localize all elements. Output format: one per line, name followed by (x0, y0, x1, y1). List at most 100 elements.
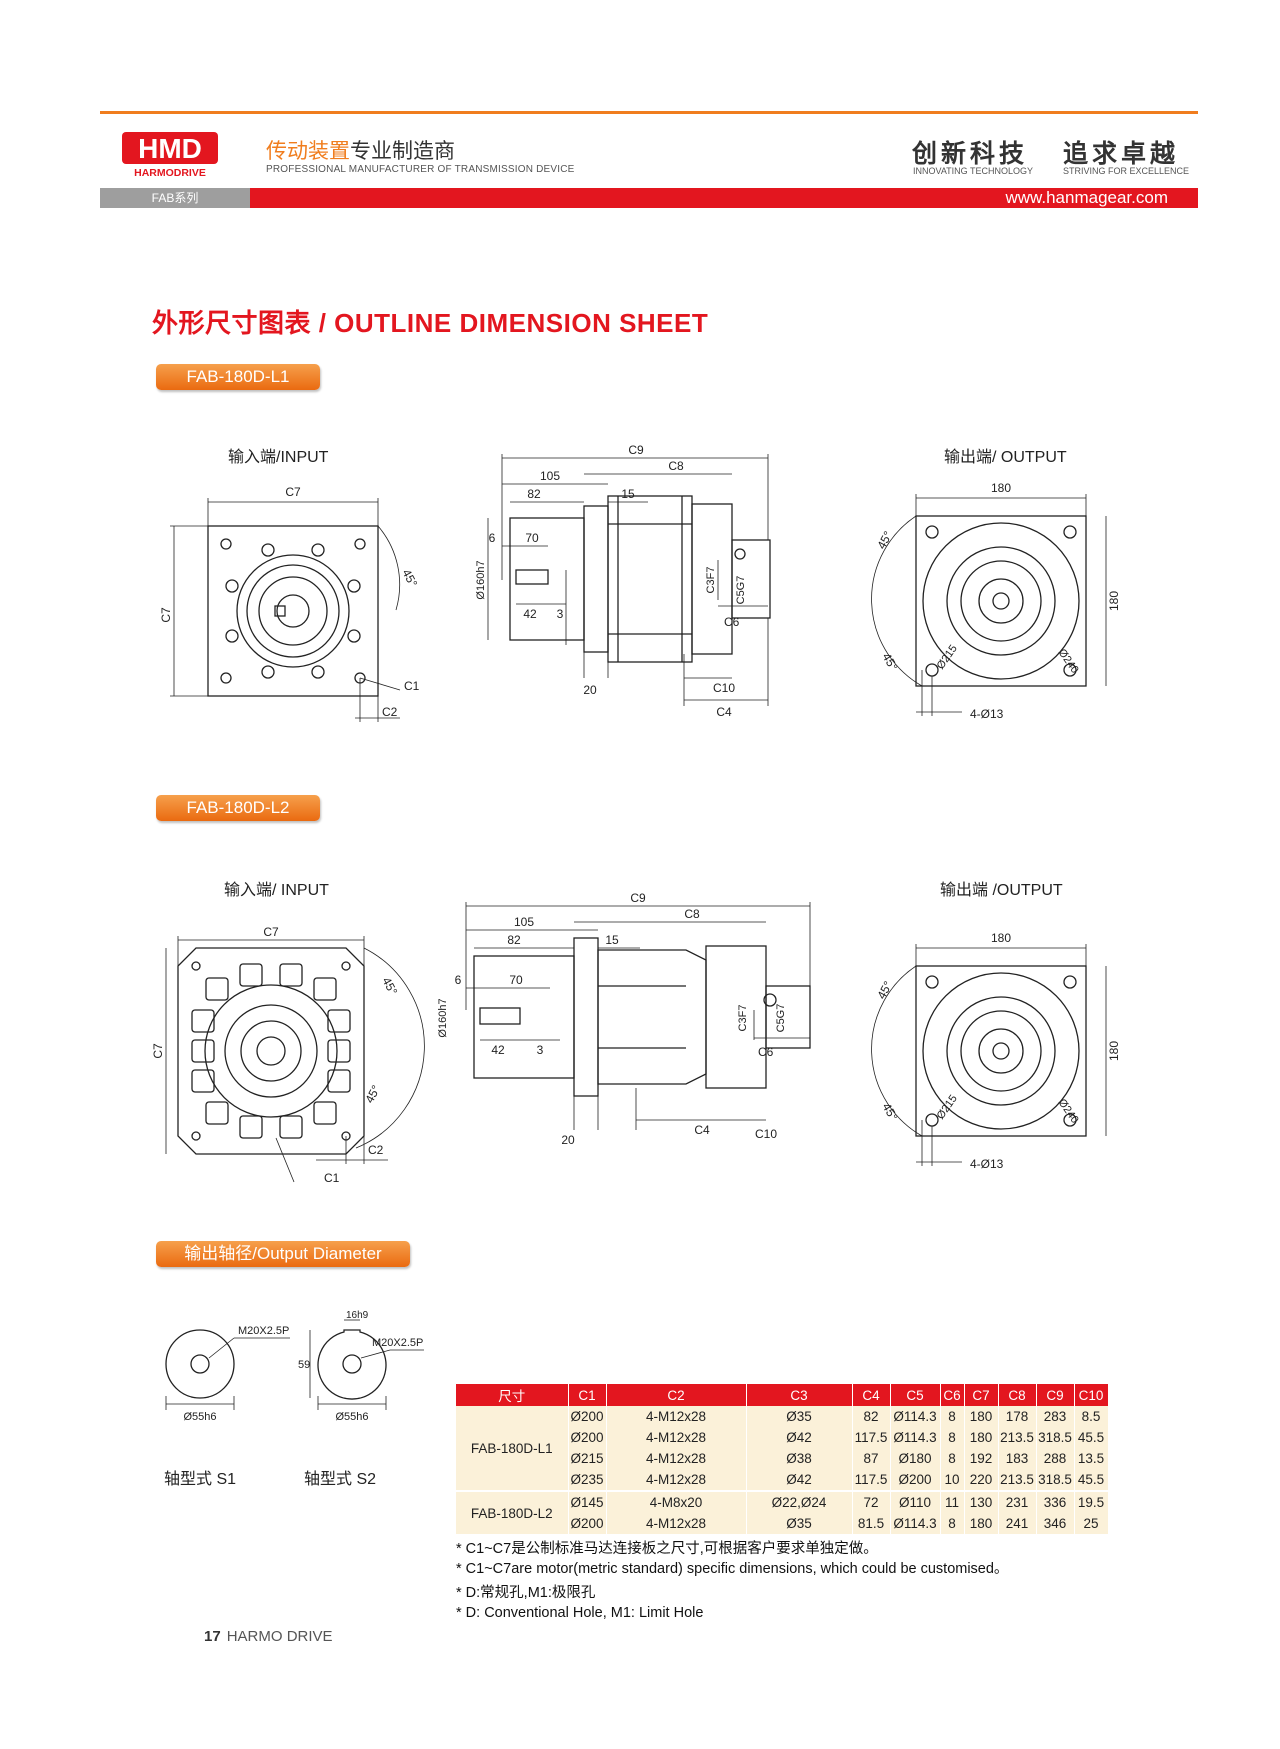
note-line: * C1~C7are motor(metric standard) specif… (456, 1561, 1009, 1577)
table-cell: 336 (1036, 1490, 1075, 1513)
svg-text:16h9: 16h9 (346, 1310, 369, 1321)
svg-text:Ø160h7: Ø160h7 (437, 998, 449, 1037)
svg-text:C5G7: C5G7 (735, 576, 747, 605)
table-cell: 11 (940, 1490, 965, 1513)
table-cell: 82 (852, 1406, 891, 1427)
table-cell: 8 (940, 1513, 965, 1534)
svg-text:C1: C1 (404, 679, 420, 693)
svg-text:C7: C7 (159, 607, 173, 623)
svg-text:70: 70 (525, 531, 539, 545)
table-cell: Ø200 (568, 1513, 607, 1534)
table-row: Ø215 4-M12x28 Ø38 87 Ø180 8 192 183 288 … (456, 1448, 1109, 1469)
svg-text:C8: C8 (684, 907, 700, 921)
svg-text:C7: C7 (285, 485, 301, 499)
table-cell: 346 (1036, 1513, 1075, 1534)
svg-text:180: 180 (991, 931, 1011, 945)
svg-text:70: 70 (509, 973, 523, 987)
svg-text:C2: C2 (368, 1143, 384, 1157)
table-header-cell: C3 (746, 1384, 853, 1406)
table-cell: 180 (964, 1513, 999, 1534)
table-cell: 220 (964, 1469, 999, 1491)
table-cell: 117.5 (852, 1469, 891, 1491)
svg-text:C1: C1 (324, 1171, 340, 1185)
motto-striving-en: STRIVING FOR EXCELLENCE (1063, 166, 1190, 176)
table-cell: 283 (1036, 1406, 1075, 1427)
svg-text:C10: C10 (755, 1127, 777, 1141)
table-cell: Ø200 (568, 1427, 607, 1448)
shaft-types-drawing: M20X2.5P Ø55h6 16h9 59 M20X2.5P Ø55h6 (165, 1310, 424, 1423)
slogan-cn: 传动装置专业制造商 (266, 140, 455, 163)
svg-text:C8: C8 (668, 459, 684, 473)
dimension-table: 尺寸 C1 C2 C3 C4 C5 C6 C7 C8 C9 C10 FAB-18… (456, 1384, 1109, 1534)
harmodrive-logo-icon: HMD HARMODRIVE (122, 132, 218, 179)
table-cell: Ø114.3 (890, 1513, 941, 1534)
table-cell: Ø35 (746, 1406, 853, 1427)
table-cell: 117.5 (852, 1427, 891, 1448)
svg-text:C6: C6 (724, 615, 740, 629)
page-title: 外形尺寸图表 / OUTLINE DIMENSION SHEET (152, 308, 709, 338)
table-cell: 81.5 (852, 1513, 891, 1534)
svg-text:45°: 45° (874, 979, 895, 1002)
svg-text:C7: C7 (151, 1043, 165, 1059)
table-cell: 72 (852, 1490, 891, 1513)
svg-text:C7: C7 (263, 925, 279, 939)
table-cell: 318.5 (1036, 1427, 1075, 1448)
svg-text:20: 20 (583, 683, 597, 697)
svg-text:3: 3 (537, 1043, 544, 1057)
svg-text:4-Ø13: 4-Ø13 (970, 707, 1004, 721)
svg-text:Ø160h7: Ø160h7 (475, 560, 487, 599)
svg-text:45°: 45° (362, 1083, 383, 1106)
l2-side-view-drawing: C9 105 C8 82 15 6 70 42 3 20 Ø160h7 C3F7… (437, 891, 811, 1147)
svg-text:C4: C4 (716, 705, 732, 719)
l1-input-view-drawing: C7 C7 45° C1 C2 (159, 485, 420, 722)
table-cell: Ø42 (746, 1469, 853, 1491)
table-header-cell: C6 (940, 1384, 965, 1406)
table-row: Ø200 4-M12x28 Ø42 117.5 Ø114.3 8 180 213… (456, 1427, 1109, 1448)
table-cell: Ø22,Ø24 (746, 1490, 853, 1513)
svg-text:M20X2.5P: M20X2.5P (372, 1337, 423, 1349)
table-cell: 130 (964, 1490, 999, 1513)
svg-text:4-Ø13: 4-Ø13 (970, 1157, 1004, 1171)
table-cell: 192 (964, 1448, 999, 1469)
website-link[interactable]: www.hanmagear.com (250, 188, 1198, 208)
l2-input-view-drawing: C7 C7 45° 45° C2 C1 (151, 925, 425, 1185)
table-cell: 25 (1074, 1513, 1109, 1534)
svg-text:42: 42 (523, 607, 537, 621)
svg-text:6: 6 (455, 973, 462, 987)
svg-text:20: 20 (561, 1133, 575, 1147)
model-badge-l2: FAB-180D-L2 (156, 795, 320, 821)
svg-text:Ø55h6: Ø55h6 (183, 1411, 216, 1423)
table-row: Ø200 4-M12x28 Ø35 81.5 Ø114.3 8 180 241 … (456, 1513, 1109, 1534)
note-line: * C1~C7是公制标准马达连接板之尺寸,可根据客户要求单独定做。 (456, 1541, 878, 1557)
model-cell: FAB-180D-L1 (456, 1406, 569, 1491)
table-cell: Ø200 (890, 1469, 941, 1491)
table-cell: 87 (852, 1448, 891, 1469)
svg-text:3: 3 (557, 607, 564, 621)
table-cell: Ø38 (746, 1448, 853, 1469)
table-header-cell: 尺寸 (456, 1384, 569, 1406)
table-cell: Ø235 (568, 1469, 607, 1491)
svg-text:82: 82 (507, 933, 521, 947)
svg-text:45°: 45° (379, 975, 400, 998)
table-header-cell: C5 (890, 1384, 941, 1406)
table-cell: 45.5 (1074, 1469, 1109, 1491)
svg-text:180: 180 (1107, 1041, 1121, 1061)
svg-text:C3F7: C3F7 (705, 567, 717, 594)
table-row: FAB-180D-L1 Ø200 4-M12x28 Ø35 82 Ø114.3 … (456, 1406, 1109, 1491)
table-cell: 4-M12x28 (606, 1448, 747, 1469)
footer-brand: HARMO DRIVE (226, 1628, 333, 1645)
table-cell: Ø114.3 (890, 1406, 941, 1427)
svg-text:45°: 45° (879, 1101, 900, 1124)
table-cell: 45.5 (1074, 1427, 1109, 1448)
table-row: Ø235 4-M12x28 Ø42 117.5 Ø200 10 220 213.… (456, 1469, 1109, 1491)
svg-text:180: 180 (991, 481, 1011, 495)
table-cell: 4-M8x20 (606, 1490, 747, 1513)
svg-text:Ø240: Ø240 (1056, 1097, 1081, 1126)
header-rule (100, 111, 1198, 114)
table-cell: Ø110 (890, 1490, 941, 1513)
motto-innovating-en: INNOVATING TECHNOLOGY (913, 166, 1034, 176)
l1-side-view-drawing: C9 105 C8 82 15 6 70 42 3 20 Ø160h7 C3F7… (475, 443, 771, 719)
svg-text:15: 15 (621, 487, 635, 501)
slogan-en: PROFESSIONAL MANUFACTURER OF TRANSMISSIO… (266, 164, 575, 175)
model-badge-l1: FAB-180D-L1 (156, 364, 320, 390)
